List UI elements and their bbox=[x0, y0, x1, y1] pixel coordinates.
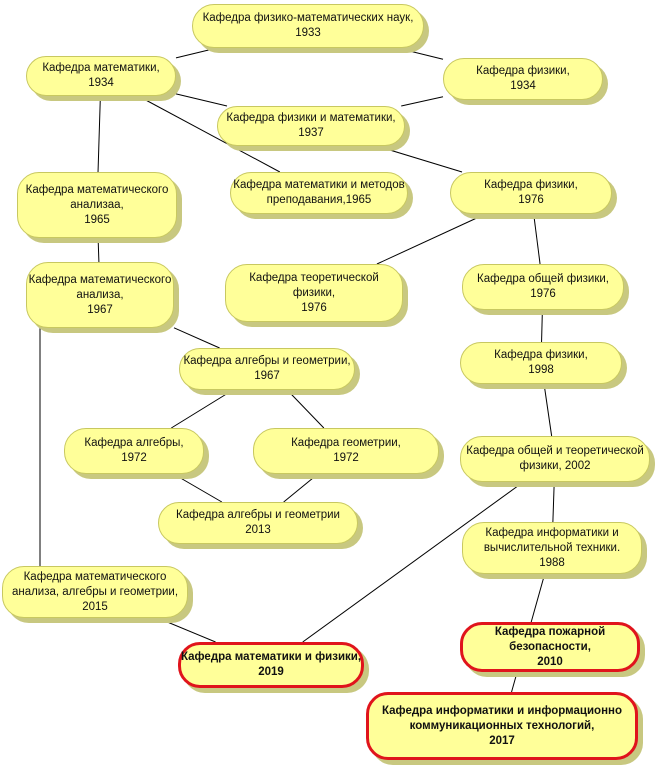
node-mathphys-2019: Кафедра математики и физики, 2019 bbox=[178, 642, 364, 688]
node-matan-1967: Кафедра математического анализа, 1967 bbox=[26, 262, 174, 328]
node-label-line: физики, 2002 bbox=[519, 460, 591, 472]
edge-phys-1976-to-theor-1976 bbox=[376, 213, 486, 265]
edge-alggeom-1967-to-alg-1972 bbox=[171, 389, 234, 429]
node-label-line: Кафедра общей и теоретической bbox=[466, 445, 644, 457]
edge-math-1934-to-matan-1965 bbox=[97, 95, 101, 173]
node-label-line: анализаа, bbox=[70, 198, 124, 211]
node-theor-1976: Кафедра теоретической физики, 1976 bbox=[225, 264, 403, 322]
node-geom-1972: Кафедра геометрии, 1972 bbox=[253, 428, 439, 474]
node-label-line: Кафедра алгебры, bbox=[84, 437, 184, 449]
node-physmath-1937: Кафедра физики и математики, 1937 bbox=[217, 106, 405, 146]
node-label-line: Кафедра математики и физики, bbox=[180, 651, 362, 663]
node-label-line: 1933 bbox=[295, 27, 321, 39]
node-fire-2010: Кафедра пожарной безопасности, 2010 bbox=[460, 622, 640, 672]
node-label-line: коммуникационных технологий, bbox=[409, 719, 595, 732]
node-label-line: преподавания,1965 bbox=[266, 194, 372, 206]
node-phys-1934: Кафедра физики, 1934 bbox=[443, 58, 603, 100]
node-label-line: Кафедра физики и математики, bbox=[226, 112, 396, 124]
edge-phys-1934-to-physmath-1937 bbox=[401, 96, 444, 107]
edge-gentheor-2002-to-inf-1988 bbox=[552, 481, 555, 523]
node-label-line: 1965 bbox=[84, 213, 110, 226]
node-label-line: анализа, bbox=[76, 288, 124, 301]
node-matan-1965: Кафедра математического анализаа, 1965 bbox=[17, 172, 177, 238]
edge-alg-1972-to-alggeom-2013 bbox=[173, 473, 223, 503]
edge-general-1976-to-phys-1998 bbox=[541, 309, 543, 343]
node-label-line: Кафедра математики и методов bbox=[233, 179, 405, 191]
edge-phys-1976-to-general-1976 bbox=[533, 213, 541, 265]
node-ict-2017: Кафедра информатики и информационно комму… bbox=[366, 692, 638, 760]
node-label-line: Кафедра информатики и bbox=[485, 526, 619, 539]
node-label-line: вычислительной техники. bbox=[483, 541, 621, 554]
node-label-line: Кафедра математического bbox=[25, 183, 169, 196]
node-label-line: 1972 bbox=[333, 452, 359, 464]
node-label-line: Кафедра общей физики, bbox=[477, 273, 609, 285]
node-label-line: 2010 bbox=[537, 655, 563, 668]
node-math-1934: Кафедра математики, 1934 bbox=[26, 56, 176, 96]
node-label-line: Кафедра алгебры и геометрии bbox=[176, 509, 340, 521]
node-inf-1988: Кафедра информатики и вычислительной техн… bbox=[462, 522, 642, 574]
node-label-line: 1976 bbox=[518, 194, 544, 206]
node-label-line: 1988 bbox=[539, 556, 565, 569]
edge-gentheor-2002-to-mathphys-2019 bbox=[302, 481, 524, 643]
node-label-line: Кафедра математического bbox=[23, 570, 167, 583]
node-label-line: Кафедра математического bbox=[28, 273, 172, 286]
node-phys-1976: Кафедра физики, 1976 bbox=[450, 172, 612, 214]
node-label-line: 2015 bbox=[82, 600, 108, 613]
node-label-line: Кафедра геометрии, bbox=[291, 437, 401, 449]
node-label-line: безопасности, bbox=[509, 640, 591, 653]
node-label-line: Кафедра теоретической bbox=[249, 271, 379, 284]
node-gentheor-2002: Кафедра общей и теоретической физики, 200… bbox=[460, 436, 650, 482]
node-label-line: Кафедра информатики и информационно bbox=[382, 704, 622, 717]
node-label-line: Кафедра физики, bbox=[476, 65, 570, 77]
edge-alggeom-1967-to-geom-1972 bbox=[286, 389, 325, 429]
node-matan-2015: Кафедра математического анализа, алгебры … bbox=[2, 566, 188, 618]
edge-fizmat-1933-to-math-1934 bbox=[175, 47, 218, 59]
node-phys-1998: Кафедра физики, 1998 bbox=[460, 342, 622, 384]
node-label-line: физики, bbox=[292, 286, 336, 299]
node-general-1976: Кафедра общей физики, 1976 bbox=[462, 264, 624, 310]
edge-matan-1967-to-alggeom-1967 bbox=[173, 327, 220, 349]
node-label-line: 2013 bbox=[245, 524, 271, 536]
node-alg-1972: Кафедра алгебры, 1972 bbox=[64, 428, 204, 474]
edge-physmath-1937-to-phys-1976 bbox=[376, 145, 463, 173]
node-label-line: 1934 bbox=[88, 77, 114, 89]
edge-math-1934-to-metod-1965 bbox=[138, 95, 281, 173]
node-fizmat-1933: Кафедра физико-математических наук, 1933 bbox=[192, 4, 424, 48]
node-label-line: 1937 bbox=[298, 127, 324, 139]
node-label-line: анализа, алгебры и геометрии, bbox=[11, 585, 179, 598]
node-alggeom-1967: Кафедра алгебры и геометрии, 1967 bbox=[179, 348, 355, 390]
edge-matan-2015-to-mathphys-2019 bbox=[157, 617, 216, 643]
node-label-line: 1972 bbox=[121, 452, 147, 464]
edge-phys-1998-to-gentheor-2002 bbox=[543, 383, 553, 437]
edge-fizmat-1933-to-phys-1934 bbox=[397, 47, 444, 60]
edge-math-1934-to-physmath-1937 bbox=[175, 93, 228, 107]
node-label-line: 1976 bbox=[301, 301, 327, 314]
node-label-line: 1998 bbox=[528, 364, 554, 376]
node-label-line: 1967 bbox=[87, 303, 113, 316]
node-label-line: Кафедра математики, bbox=[42, 62, 160, 74]
node-label-line: 1967 bbox=[254, 370, 280, 382]
node-label-line: 1976 bbox=[530, 288, 556, 300]
node-label-line: 2017 bbox=[489, 734, 515, 747]
edge-matan-1965-to-matan-1967 bbox=[97, 237, 100, 263]
node-label-line: 2019 bbox=[258, 666, 284, 678]
node-metod-1965: Кафедра математики и методов преподавания… bbox=[230, 172, 408, 214]
node-alggeom-2013: Кафедра алгебры и геометрии 2013 bbox=[158, 502, 358, 544]
node-label-line: Кафедра физико-математических наук, bbox=[202, 12, 414, 24]
node-label-line: 1934 bbox=[510, 80, 536, 92]
node-label-line: Кафедра алгебры и геометрии, bbox=[183, 355, 351, 367]
edge-geom-1972-to-alggeom-2013 bbox=[283, 473, 319, 503]
node-label-line: Кафедра физики, bbox=[494, 349, 588, 361]
node-label-line: Кафедра физики, bbox=[484, 179, 578, 191]
node-label-line: Кафедра пожарной bbox=[494, 625, 606, 638]
